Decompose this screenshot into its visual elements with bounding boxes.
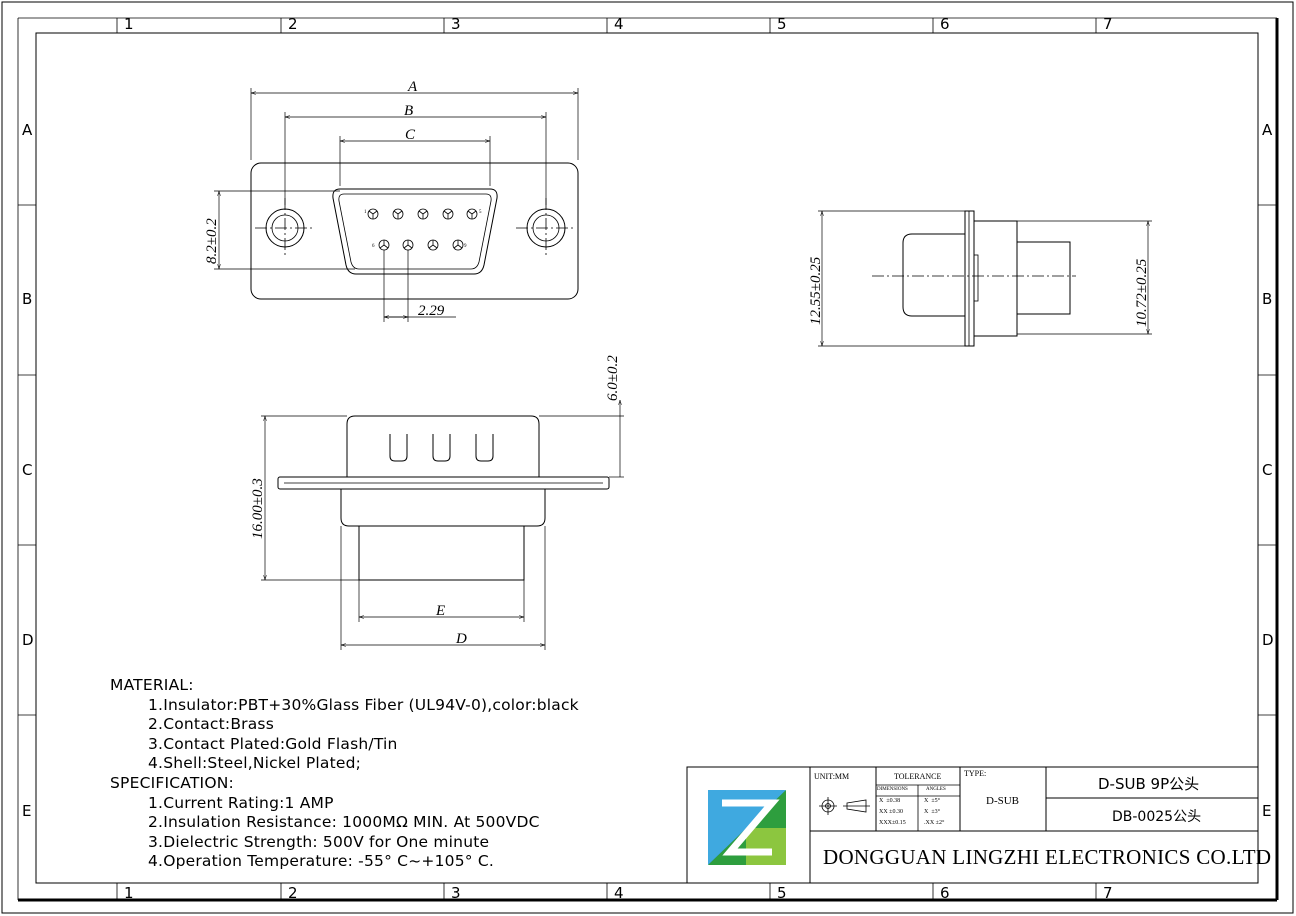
col-label-top-6: 6 xyxy=(940,15,950,33)
title-block xyxy=(686,766,1259,884)
pin-number: 6 xyxy=(372,244,375,249)
face-dim-labels: A B C 2.29 8.2±0.2 xyxy=(204,79,445,319)
row-label-left-C: C xyxy=(22,461,33,479)
dim-side-overall: 12.55±0.25 xyxy=(808,256,824,325)
zone-ticks xyxy=(18,18,1277,900)
row-label-right-B: B xyxy=(1262,290,1273,308)
part-name: D-SUB 9P公头 xyxy=(1098,775,1200,793)
front-dims xyxy=(261,400,624,650)
unit-label: UNIT:MM xyxy=(814,772,850,781)
col-label-top-4: 4 xyxy=(614,15,624,33)
col-label-bottom-4: 4 xyxy=(614,884,624,902)
front-view xyxy=(277,415,610,581)
pin-number: 1 xyxy=(364,210,367,215)
front-contact-2 xyxy=(432,434,451,462)
col-label-bottom-5: 5 xyxy=(777,884,787,902)
row-label-right-E: E xyxy=(1262,802,1272,820)
inner-border xyxy=(35,32,1259,884)
col-label-top-7: 7 xyxy=(1103,15,1113,33)
side-hood xyxy=(902,233,965,317)
row-label-left-B: B xyxy=(22,290,33,308)
tol-dim-row: XXX±0.15 xyxy=(879,820,906,826)
spec-title: SPECIFICATION: xyxy=(110,773,234,792)
front-rear-insert xyxy=(358,525,525,581)
type-label: TYPE: xyxy=(964,769,987,778)
spec-line: 1.Current Rating:1 AMP xyxy=(148,793,334,812)
front-flange xyxy=(277,476,610,490)
tol-ang-row: .XX ±2° xyxy=(924,820,945,826)
spec-line: 2.Insulation Resistance: 1000MΩ MIN. At … xyxy=(148,813,540,832)
tol-ang-row: X ±3° xyxy=(924,809,941,815)
material-title: MATERIAL: xyxy=(110,676,194,694)
part-number: DB-0025公头 xyxy=(1112,809,1202,825)
row-label-right-C: C xyxy=(1262,461,1273,479)
tol-dim-row: X ±0.38 xyxy=(879,798,901,804)
tol-dim-row: XX ±0.30 xyxy=(879,809,903,815)
spec-line: 3.Dielectric Strength: 500V for One minu… xyxy=(148,832,490,851)
pin-number: 5 xyxy=(479,210,482,215)
row-label-left-A: A xyxy=(22,121,33,139)
side-dims xyxy=(818,210,1152,347)
dim-front-top: 6.0±0.2 xyxy=(605,355,621,401)
face-view xyxy=(250,162,579,300)
tol-ang-row: X ±5° xyxy=(924,798,941,804)
front-contact-3 xyxy=(475,434,494,462)
material-line: 1.Insulator:PBT+30%Glass Fiber (UL94V-0)… xyxy=(148,695,579,714)
row-label-right-A: A xyxy=(1262,121,1273,139)
col-label-bottom-2: 2 xyxy=(288,884,298,902)
col-label-bottom-7: 7 xyxy=(1103,884,1113,902)
col-label-bottom-3: 3 xyxy=(451,884,461,902)
dim-B: B xyxy=(404,103,413,119)
material-line: 2.Contact:Brass xyxy=(148,715,274,734)
company-name: DONGGUAN LINGZHI ELECTRONICS CO.LTD xyxy=(823,845,1272,869)
dim-C: C xyxy=(405,127,416,143)
col-label-top-5: 5 xyxy=(777,15,787,33)
pin-row-1 xyxy=(367,208,478,220)
company-logo xyxy=(708,790,786,865)
material-line: 3.Contact Plated:Gold Flash/Tin xyxy=(148,734,398,753)
side-view xyxy=(872,210,1076,347)
dim-D: D xyxy=(455,631,467,647)
dim-front-height: 16.00±0.3 xyxy=(250,478,266,539)
tolerance-label: TOLERANCE xyxy=(894,772,942,781)
material-line: 4.Shell:Steel,Nickel Plated; xyxy=(148,754,362,773)
side-dim-labels: 12.55±0.25 10.72±0.25 xyxy=(808,256,1150,327)
dim-pitch: 2.29 xyxy=(418,303,445,319)
col-label-top-1: 1 xyxy=(124,15,134,33)
col-label-bottom-1: 1 xyxy=(124,884,134,902)
pin-number: 9 xyxy=(464,244,467,249)
row-label-left-D: D xyxy=(22,631,34,649)
dim-A: A xyxy=(407,79,418,95)
pin-numbers: 1 5 6 9 xyxy=(364,210,482,249)
notes-block: MATERIAL: 1.Insulator:PBT+30%Glass Fiber… xyxy=(110,676,579,872)
side-insert xyxy=(1016,241,1071,315)
row-label-right-D: D xyxy=(1262,631,1274,649)
angles-label: ANGLES xyxy=(926,787,946,792)
projection-symbol-icon xyxy=(819,797,870,815)
d-shell-outer xyxy=(332,188,498,275)
dim-E: E xyxy=(435,603,445,619)
row-label-left-E: E xyxy=(22,802,32,820)
dimensions-label: DIMENSIONS xyxy=(877,787,908,792)
col-label-top-2: 2 xyxy=(288,15,298,33)
front-dim-labels: 16.00±0.3 6.0±0.2 E D xyxy=(250,355,621,647)
dim-side-body: 10.72±0.25 xyxy=(1134,258,1150,327)
d-shell-inner xyxy=(338,193,492,270)
type-value: D-SUB xyxy=(986,795,1020,807)
front-contact-1 xyxy=(389,434,408,462)
spec-line: 4.Operation Temperature: -55° C~+105° C. xyxy=(148,852,494,871)
front-hood xyxy=(346,415,540,477)
col-label-bottom-6: 6 xyxy=(940,884,950,902)
face-dims xyxy=(214,88,579,322)
dim-flange-hole: 8.2±0.2 xyxy=(204,218,220,264)
col-label-top-3: 3 xyxy=(451,15,461,33)
flange-outline xyxy=(250,162,579,300)
